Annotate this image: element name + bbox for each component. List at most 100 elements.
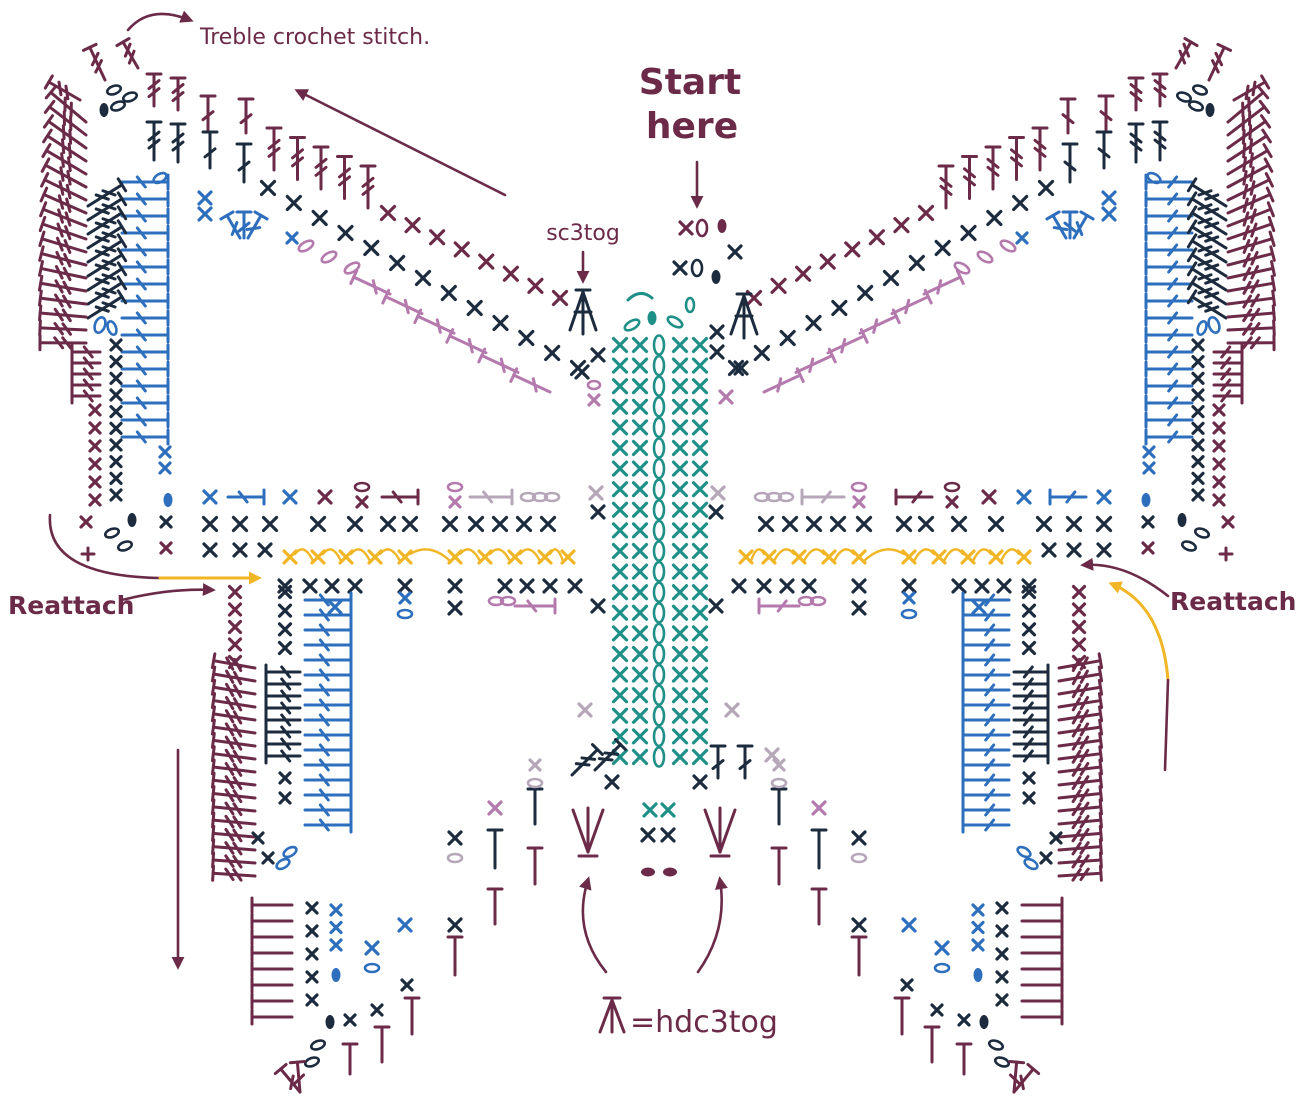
chain-arc: [864, 549, 904, 561]
sc-stitch: [111, 357, 121, 367]
chain-stitch: [1196, 320, 1208, 336]
hdc-stitch: [1022, 978, 1062, 992]
dc-stitch: [72, 356, 100, 370]
sc-stitch: [1024, 624, 1035, 635]
sc-stitch: [1214, 495, 1224, 505]
chain-arc: [520, 549, 540, 561]
chain-arc: [380, 549, 400, 561]
treble-stitch: [1058, 826, 1101, 844]
chain-stitch: [654, 500, 664, 519]
sc-stitch: [781, 332, 794, 345]
treble-stitch: [1059, 866, 1102, 883]
dc-stitch: [1214, 356, 1242, 370]
sc-stitch: [710, 506, 722, 518]
hdc-stitch: [1022, 946, 1062, 960]
sc-stitch: [204, 491, 216, 503]
sc-stitch: [449, 551, 461, 563]
sc-stitch: [444, 518, 457, 531]
dc-stitch: [72, 345, 100, 359]
reattach-left-curve: [50, 515, 160, 578]
sc-stitch: [853, 551, 865, 563]
sc-stitch: [230, 604, 241, 615]
slip-stitch: [980, 1015, 989, 1029]
sc-stitch: [694, 421, 707, 434]
treble-stitch: [1153, 74, 1167, 106]
treble-stitch: [1225, 188, 1273, 219]
sc-stitch: [797, 267, 810, 280]
sc-stitch: [304, 580, 316, 592]
chain-stitch: [666, 315, 684, 330]
chain-stitch: [398, 610, 412, 618]
sc-stitch: [634, 627, 647, 640]
sc-stitch: [674, 730, 687, 743]
sc-stitch: [807, 317, 820, 330]
sc-stitch: [614, 524, 627, 537]
sc-stitch: [1074, 639, 1085, 650]
sc-stitch: [542, 518, 555, 531]
chain-stitch: [988, 1039, 1004, 1051]
sc-stitch: [680, 222, 692, 234]
sc-stitch: [90, 495, 100, 505]
sc-stitch: [1074, 587, 1085, 598]
treble-stitch: [212, 787, 255, 805]
sc-stitch: [382, 207, 395, 220]
dc-stitch: [305, 743, 351, 757]
chain-arc: [774, 549, 794, 561]
slip-stitch: [1178, 513, 1187, 527]
chain-stitch: [1192, 84, 1208, 96]
treble-stitch: [41, 188, 89, 219]
sc-stitch: [230, 622, 241, 633]
dc-stitch: [122, 192, 168, 206]
sc-stitch: [634, 503, 647, 516]
sc-stitch: [644, 804, 656, 816]
sc-stitch: [1103, 192, 1115, 204]
dc-stitch: [963, 728, 1009, 742]
treble-stitch: [1058, 787, 1101, 805]
sc-stitch: [606, 776, 618, 788]
sc-stitch: [1193, 423, 1203, 433]
dc-stitch: [1014, 689, 1048, 703]
treble-stitch: [40, 306, 87, 324]
sc-stitch: [307, 926, 317, 936]
treble-stitch: [1010, 138, 1024, 180]
sc-stitch: [499, 580, 511, 592]
sc-stitch: [1098, 518, 1111, 531]
chain-stitch: [654, 562, 664, 581]
sc-stitch: [846, 243, 859, 256]
chain-stitch: [953, 261, 971, 276]
slip-stitch: [100, 103, 109, 117]
dc-stitch: [266, 677, 300, 691]
sc-stitch: [81, 517, 91, 527]
lower-center: [567, 704, 778, 856]
hdc-stitch: [812, 889, 826, 924]
sc-stitch: [973, 923, 983, 933]
sc-stitch: [674, 586, 687, 599]
sc-stitch: [694, 565, 707, 578]
treble-stitch: [40, 336, 86, 350]
sc-stitch: [589, 395, 599, 405]
sc-stitch: [592, 600, 604, 612]
dc-stitch: [1214, 345, 1242, 359]
treble-stitch: [1228, 321, 1275, 337]
sc-stitch: [634, 648, 647, 661]
sc-stitch: [1098, 491, 1110, 503]
chain-stitch: [654, 336, 664, 355]
dc-stitch: [963, 668, 1009, 682]
sc-stitch: [674, 524, 687, 537]
sc-stitch: [1074, 604, 1085, 615]
dc-stitch: [1214, 378, 1242, 392]
chain-stitch: [448, 483, 462, 491]
sc-stitch: [674, 709, 687, 722]
hdc-stitch: [1022, 962, 1062, 976]
sc-stitch: [614, 421, 627, 434]
treble-stitch: [213, 800, 256, 818]
sc-stitch: [614, 586, 627, 599]
treble-stitch: [147, 122, 161, 160]
chain-stitch: [852, 854, 866, 862]
hdc-stitch: [252, 898, 292, 912]
sc-stitch: [694, 627, 707, 640]
sc-stitch: [539, 551, 551, 563]
sc-stitch: [562, 551, 574, 563]
sc-stitch: [920, 518, 933, 531]
lower-right-wing: [772, 587, 1102, 1097]
